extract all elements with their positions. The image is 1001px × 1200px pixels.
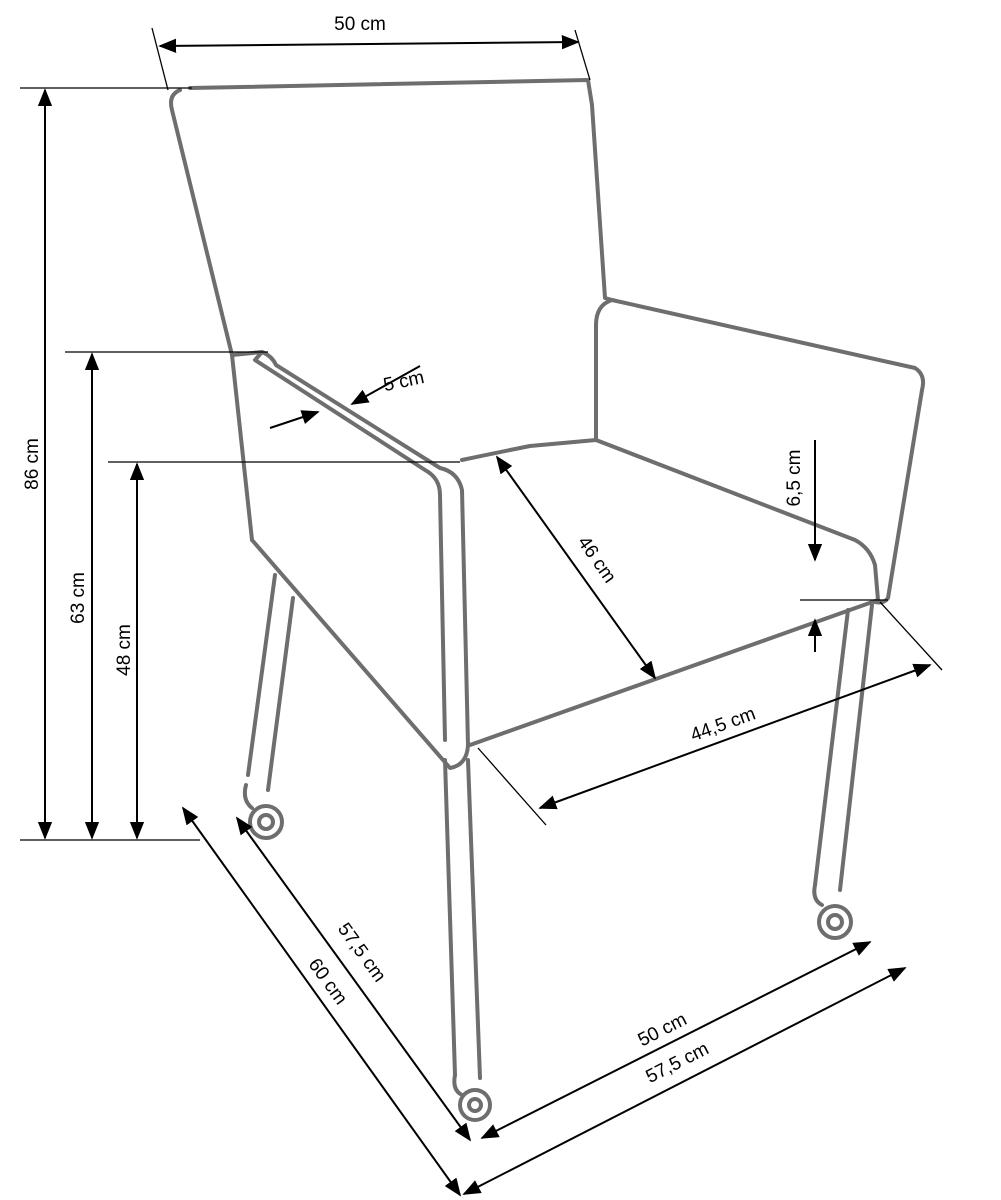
label-seat-height: 48 cm [114,624,135,676]
back-left-edge [169,88,254,542]
left-arm-inner [253,350,447,742]
right-armrest [610,298,926,605]
dim-base-depth-outer [181,806,462,1197]
wheel-back-left [248,804,284,840]
dimension-labels: 50 cm 86 cm 63 cm 48 cm 5 cm 46 cm 6,5 c… [22,14,805,1088]
dim-armrest-thickness-a [269,410,320,429]
right-arm-inner [594,298,614,442]
wheel-front-right [817,904,853,940]
left-armrest [230,350,470,770]
wheel-front-left [458,1088,492,1122]
dim-seat-width [538,663,932,810]
back-left-leg [246,573,295,792]
front-left-leg [443,758,482,1080]
seat [460,438,880,747]
label-seat-depth: 46 cm [573,533,620,587]
front-right-leg [813,603,874,892]
extension-lines [20,27,943,841]
label-armrest-thickness: 5 cm [382,367,427,396]
dim-base-depth-inner [235,816,472,1142]
label-armrest-height: 63 cm [68,572,89,624]
label-seat-thickness: 6,5 cm [784,449,805,506]
dim-armrest-thickness-b [350,365,421,405]
dim-base-width-outer [462,967,907,1195]
label-base-depth-outer: 60 cm [304,955,351,1009]
dim-seat-depth [495,455,657,680]
label-base-width-inner: 50 cm [635,1009,691,1051]
backrest [188,78,614,302]
dim-base-width-inner [480,941,872,1139]
label-top-width: 50 cm [334,14,386,35]
dim-top-width [158,34,580,54]
label-base-depth-inner: 57,5 cm [333,919,390,986]
label-total-height: 86 cm [22,438,43,490]
dimension-lines [37,34,932,1197]
